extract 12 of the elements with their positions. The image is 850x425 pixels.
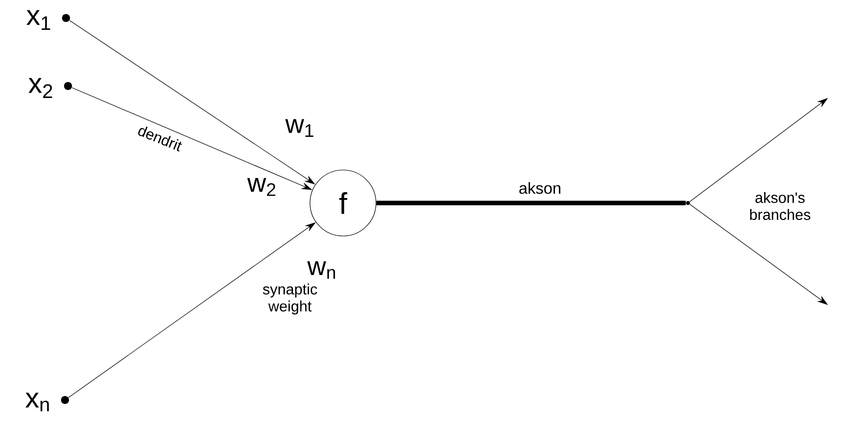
- caption-label: synaptic weight: [262, 284, 318, 314]
- junction-point: [686, 201, 690, 205]
- axon-line: [376, 200, 686, 206]
- edge-label: akson: [518, 181, 562, 195]
- node-label: x$_{n}$: [26, 392, 49, 412]
- weight-label: w$_{n}$: [307, 261, 336, 279]
- dendrite-label: dendrit: [138, 126, 182, 152]
- weight-label: w$_{1}$: [285, 119, 314, 137]
- node-label: x$_{2}$: [28, 78, 52, 98]
- branches-label: akson's branches: [750, 192, 810, 220]
- weight-label: w$_{2}$: [247, 178, 276, 196]
- node-label: x$_{1}$: [26, 10, 50, 30]
